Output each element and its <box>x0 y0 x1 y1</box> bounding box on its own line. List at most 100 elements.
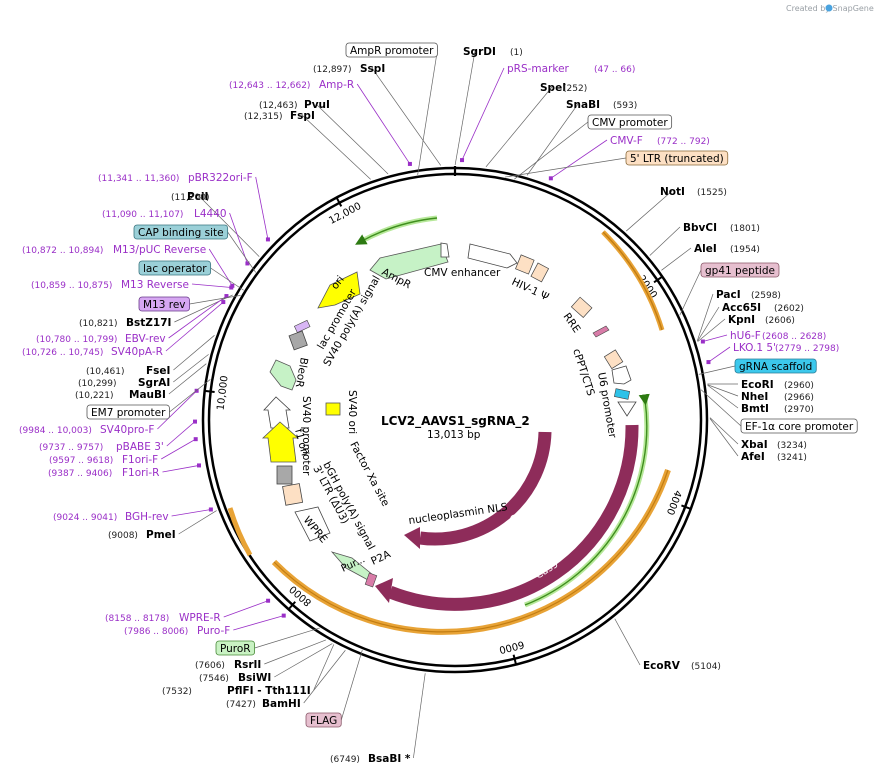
p2a-feature <box>364 572 378 588</box>
primer-label[interactable]: pBR322ori-F <box>188 172 253 184</box>
feature-box-label[interactable]: M13 rev <box>138 296 190 312</box>
feature-box-label[interactable]: CAP binding site <box>133 224 229 240</box>
enzyme-leader <box>413 673 426 759</box>
primer-label[interactable]: WPRE-R <box>179 612 221 624</box>
primer-leader <box>171 509 211 517</box>
feature-box <box>625 150 729 166</box>
enzyme-site-label[interactable]: PvuI <box>304 99 330 111</box>
enzyme-site-label[interactable]: AfeI <box>741 451 765 463</box>
primer-label[interactable]: L4440 <box>194 208 227 220</box>
enzyme-site-label[interactable]: PciI <box>187 191 208 203</box>
primer-range: (11,090 .. 11,107) <box>102 210 183 220</box>
cas9-outer-arc <box>387 424 639 611</box>
feature-box <box>740 418 858 434</box>
primer-label[interactable]: hU6-F <box>730 330 761 342</box>
enzyme-site-label[interactable]: BstZ17I <box>126 317 171 329</box>
enzyme-site-label[interactable]: NotI <box>660 186 685 198</box>
enzyme-site-label[interactable]: RsrII <box>234 659 261 671</box>
primer-label[interactable]: F1ori-R <box>122 467 159 479</box>
primer-site-marker <box>221 300 226 305</box>
enzyme-site-label[interactable]: NheI <box>741 391 768 403</box>
enzyme-leader <box>313 644 335 691</box>
enzyme-site-label[interactable]: SpeI <box>540 82 566 94</box>
enzyme-site-label[interactable]: EcoRV <box>643 660 681 672</box>
feature-box <box>215 640 256 656</box>
primer-label[interactable]: Amp-R <box>319 79 354 91</box>
enzyme-site-label[interactable]: MauBI <box>129 389 166 401</box>
orange-arc-top <box>601 230 665 331</box>
feature-box <box>305 712 342 728</box>
feature-box-label[interactable]: gRNA scaffold <box>734 358 817 374</box>
primer-label[interactable]: BGH-rev <box>125 511 169 523</box>
enzyme-site-label[interactable]: PacI <box>716 289 741 301</box>
primer-site-marker <box>265 237 270 242</box>
enzyme-site-label[interactable]: BmtI <box>741 403 769 415</box>
orange-arc-bottom-core <box>273 469 669 633</box>
enzyme-site-label[interactable]: SnaBI <box>566 99 600 111</box>
enzyme-site-label[interactable]: BsaBI * <box>368 753 411 765</box>
feature-box-label[interactable]: PuroR <box>215 640 256 656</box>
enzyme-site-label[interactable]: XbaI <box>741 439 768 451</box>
enzyme-site-label[interactable]: AleI <box>694 243 717 255</box>
feature-box-label[interactable]: 5' LTR (truncated) <box>625 150 729 166</box>
enzyme-site-label[interactable]: PflFI - Tth111I <box>227 685 311 697</box>
feature-leader <box>514 121 589 180</box>
primer-leader <box>229 212 248 264</box>
enzyme-site-label[interactable]: SspI <box>360 63 385 75</box>
enzyme-site-label[interactable]: EcoRI <box>741 379 774 391</box>
enzyme-site-label[interactable]: Acc65I <box>722 302 761 314</box>
feature-box-label[interactable]: EM7 promoter <box>86 404 170 420</box>
primer-range: (2608 .. 2628) <box>762 332 826 342</box>
primer-label[interactable]: M13 Reverse <box>121 279 189 291</box>
enzyme-site-position: (10,221) <box>75 391 114 401</box>
feature-box-text: AmpR promoter <box>350 45 434 57</box>
primer-label[interactable]: pBABE 3' <box>116 441 164 453</box>
enzyme-leader <box>454 50 476 166</box>
enzyme-site-label[interactable]: BsiWI <box>238 672 271 684</box>
primer-label[interactable]: F1ori-F <box>122 454 158 466</box>
feature-box-label[interactable]: FLAG <box>305 712 342 728</box>
enzyme-site-label[interactable]: FseI <box>146 365 170 377</box>
enzyme-site-label[interactable]: PmeI <box>146 529 176 541</box>
enzyme-site-label[interactable]: SgrDI <box>463 46 496 58</box>
primer-label[interactable]: SV40pro-F <box>100 424 154 436</box>
feature-box <box>734 358 817 374</box>
enzyme-site-label[interactable]: FspI <box>290 110 315 122</box>
primer-range: (9737 .. 9757) <box>39 443 103 453</box>
feature-box-label[interactable]: AmpR promoter <box>345 42 438 58</box>
primer-range: (9387 .. 9406) <box>48 469 112 479</box>
primer-label[interactable]: CMV-F <box>610 135 643 147</box>
label-rre: RRE <box>561 311 583 335</box>
enzyme-leader <box>614 618 641 666</box>
feature-box <box>345 42 438 58</box>
feature-box-label[interactable]: gp41 peptide <box>700 262 780 278</box>
primer-label[interactable]: LKO.1 5' <box>733 342 776 354</box>
primer-label[interactable]: pRS-marker <box>507 63 570 75</box>
enzyme-site-label[interactable]: BamHI <box>262 698 301 710</box>
primer-range: (10,726 .. 10,745) <box>22 348 103 358</box>
feature-box-label[interactable]: EF-1α core promoter <box>740 418 858 434</box>
f1-ori-feature <box>261 421 300 463</box>
leader-lines <box>157 49 742 759</box>
enzyme-site-label[interactable]: KpnI <box>728 314 755 326</box>
enzyme-site-position: (1954) <box>730 245 760 255</box>
feature-box-label[interactable]: lac operator <box>138 260 212 276</box>
enzyme-site-label[interactable]: BbvCI <box>683 222 717 234</box>
primer-site-marker <box>224 294 229 299</box>
primer-label[interactable]: SV40pA-R <box>111 346 163 358</box>
enzyme-site-label[interactable]: SgrAI <box>138 377 170 389</box>
label-hiv-psi: HIV-1 Ψ <box>510 276 551 304</box>
primer-site-marker <box>460 158 465 163</box>
primer-label[interactable]: Puro-F <box>197 625 230 637</box>
primer-label[interactable]: EBV-rev <box>125 333 166 345</box>
primer-label[interactable]: M13/pUC Reverse <box>113 244 206 256</box>
feature-box-label[interactable]: CMV promoter <box>587 114 673 130</box>
primer-leader <box>165 301 224 352</box>
enzyme-site-position: (2606) <box>765 316 795 326</box>
primer-leader <box>255 176 269 240</box>
feature-box-text: gRNA scaffold <box>739 361 812 373</box>
label-bleor: BleoR <box>293 356 310 388</box>
label-cmv-enhancer: CMV enhancer <box>424 267 501 279</box>
primer-leader <box>161 438 196 460</box>
